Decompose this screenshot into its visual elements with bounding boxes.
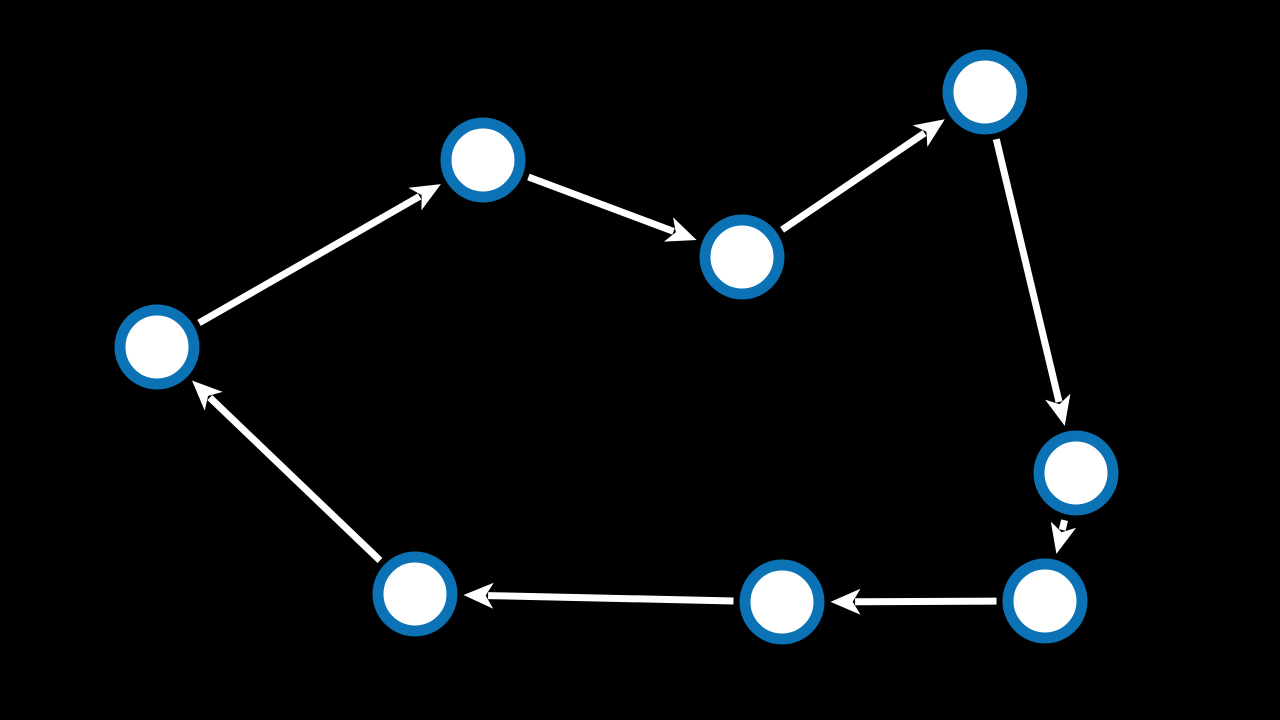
node-circle[interactable]: [739, 559, 825, 645]
nodes-layer: 1 2 3 4 5 6 7 8: [114, 49, 1119, 645]
graph-edge[interactable]: [830, 588, 997, 615]
node-circle[interactable]: [942, 49, 1028, 135]
graph-edge[interactable]: [463, 582, 734, 609]
graph-node-n5[interactable]: 5: [1033, 430, 1119, 516]
graph-node-n7[interactable]: 7: [739, 559, 825, 645]
graph-edge[interactable]: [780, 119, 945, 233]
graph-node-n1[interactable]: 1: [114, 304, 200, 390]
edge-line: [992, 138, 1063, 403]
edge-arrowhead-icon: [830, 588, 861, 615]
node-circle[interactable]: [1033, 430, 1119, 516]
node-circle[interactable]: [114, 304, 200, 390]
edge-line: [780, 130, 927, 233]
edge-arrowhead-icon: [192, 380, 223, 411]
edge-arrowhead-icon: [1050, 521, 1077, 554]
edge-arrowhead-icon: [408, 184, 441, 211]
graph-node-n3[interactable]: 3: [699, 214, 785, 300]
edge-line: [1058, 519, 1068, 531]
edge-arrowhead-icon: [463, 582, 494, 609]
edge-line: [207, 395, 383, 563]
edge-line: [197, 193, 422, 326]
edge-arrowhead-icon: [663, 217, 697, 242]
graph-edge[interactable]: [992, 138, 1071, 426]
graph-edge[interactable]: [527, 173, 697, 242]
node-circle[interactable]: [440, 117, 526, 203]
graph-node-n2[interactable]: 2: [440, 117, 526, 203]
edge-arrowhead-icon: [1045, 393, 1071, 426]
edges-layer: [192, 119, 1077, 615]
edge-arrowhead-icon: [912, 119, 945, 147]
graph-edge[interactable]: [1050, 519, 1077, 554]
graph-edge[interactable]: [192, 380, 383, 563]
edge-line: [855, 597, 997, 606]
graph-node-n6[interactable]: 6: [1002, 558, 1088, 644]
node-circle[interactable]: [1002, 558, 1088, 644]
graph-edge[interactable]: [197, 184, 441, 326]
node-circle[interactable]: [372, 551, 458, 637]
graph-node-n4[interactable]: 4: [942, 49, 1028, 135]
edge-line: [527, 173, 675, 235]
node-circle[interactable]: [699, 214, 785, 300]
graph-node-n8[interactable]: 8: [372, 551, 458, 637]
edge-line: [488, 592, 734, 605]
